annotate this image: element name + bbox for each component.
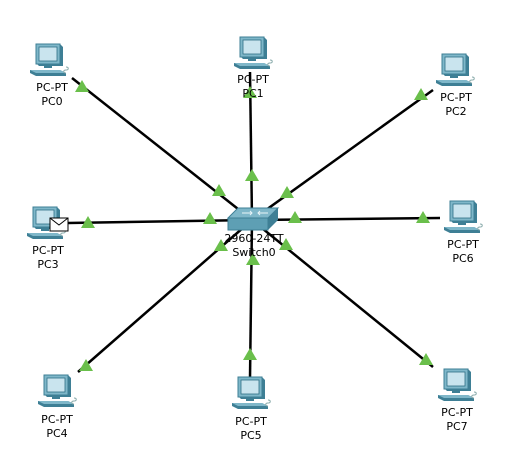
link-pc3-switch0[interactable] <box>67 218 253 225</box>
link-pc0-switch0[interactable] <box>71 77 253 221</box>
pc1-pc-icon[interactable] <box>234 36 273 69</box>
link-pc6-switch0[interactable] <box>251 216 441 222</box>
pc1-name: PC1 <box>242 87 264 100</box>
pc3-name: PC3 <box>37 258 59 271</box>
pc2-model: PC-PT <box>440 91 472 104</box>
pc3-model: PC-PT <box>32 244 64 257</box>
pc7-pc-icon[interactable] <box>438 368 477 401</box>
pc2-name: PC2 <box>445 105 467 118</box>
pc0-model: PC-PT <box>36 81 68 94</box>
link-pc7-switch0[interactable] <box>251 219 434 368</box>
pc3-port-indicator <box>81 216 95 228</box>
pc7-model: PC-PT <box>441 406 473 419</box>
switch0-switch-icon[interactable] <box>226 207 280 231</box>
switch-port-indicator-pc6 <box>288 211 302 223</box>
pc2-pc-icon[interactable] <box>436 53 475 86</box>
switch-port-indicator-pc4 <box>214 239 228 251</box>
pc1-label: PC-PT PC1 <box>237 73 269 101</box>
pc4-port-indicator <box>79 359 93 371</box>
pc3-label: PC-PT PC3 <box>32 244 64 272</box>
pc4-model: PC-PT <box>41 413 73 426</box>
pc4-pc-icon[interactable] <box>38 374 77 407</box>
pc6-pc-icon[interactable] <box>444 200 483 233</box>
pc1-model: PC-PT <box>237 73 269 86</box>
pc0-name: PC0 <box>41 95 63 108</box>
switch-port-indicator-pc1 <box>245 169 259 181</box>
pc4-name: PC4 <box>46 427 68 440</box>
pc7-port-indicator <box>419 353 433 365</box>
pc0-label: PC-PT PC0 <box>36 81 68 109</box>
switch-model: 2960-24TT <box>224 232 284 245</box>
pc2-port-indicator <box>414 88 428 100</box>
pc6-label: PC-PT PC6 <box>447 238 479 266</box>
switch-port-indicator-pc7 <box>279 238 293 250</box>
switch-port-indicator-pc3 <box>203 212 217 224</box>
pc5-pc-icon[interactable] <box>232 376 271 409</box>
switch-port-indicator-pc0 <box>212 184 226 196</box>
pc5-model: PC-PT <box>235 415 267 428</box>
pc7-label: PC-PT PC7 <box>441 406 473 434</box>
pc6-port-indicator <box>416 211 430 223</box>
envelope-icon[interactable] <box>49 217 69 232</box>
pc6-name: PC6 <box>452 252 474 265</box>
pc0-port-indicator <box>75 80 89 92</box>
switch-label: 2960-24TT Switch0 <box>224 232 283 260</box>
switch-port-indicator-pc2 <box>280 186 294 198</box>
pc4-label: PC-PT PC4 <box>41 413 73 441</box>
link-pc2-switch0[interactable] <box>251 88 434 222</box>
switch-name: Switch0 <box>232 246 276 259</box>
pc7-name: PC7 <box>446 420 468 433</box>
pc3-pc-icon[interactable] <box>27 206 69 239</box>
pc2-label: PC-PT PC2 <box>440 91 472 119</box>
pc5-label: PC-PT PC5 <box>235 415 267 443</box>
pc5-port-indicator <box>243 348 257 360</box>
pc6-model: PC-PT <box>447 238 479 251</box>
switch-port-indicator-pc5 <box>246 253 260 265</box>
pc0-pc-icon[interactable] <box>30 43 69 76</box>
pc5-name: PC5 <box>240 429 262 442</box>
pc1-port-indicator <box>243 86 257 98</box>
